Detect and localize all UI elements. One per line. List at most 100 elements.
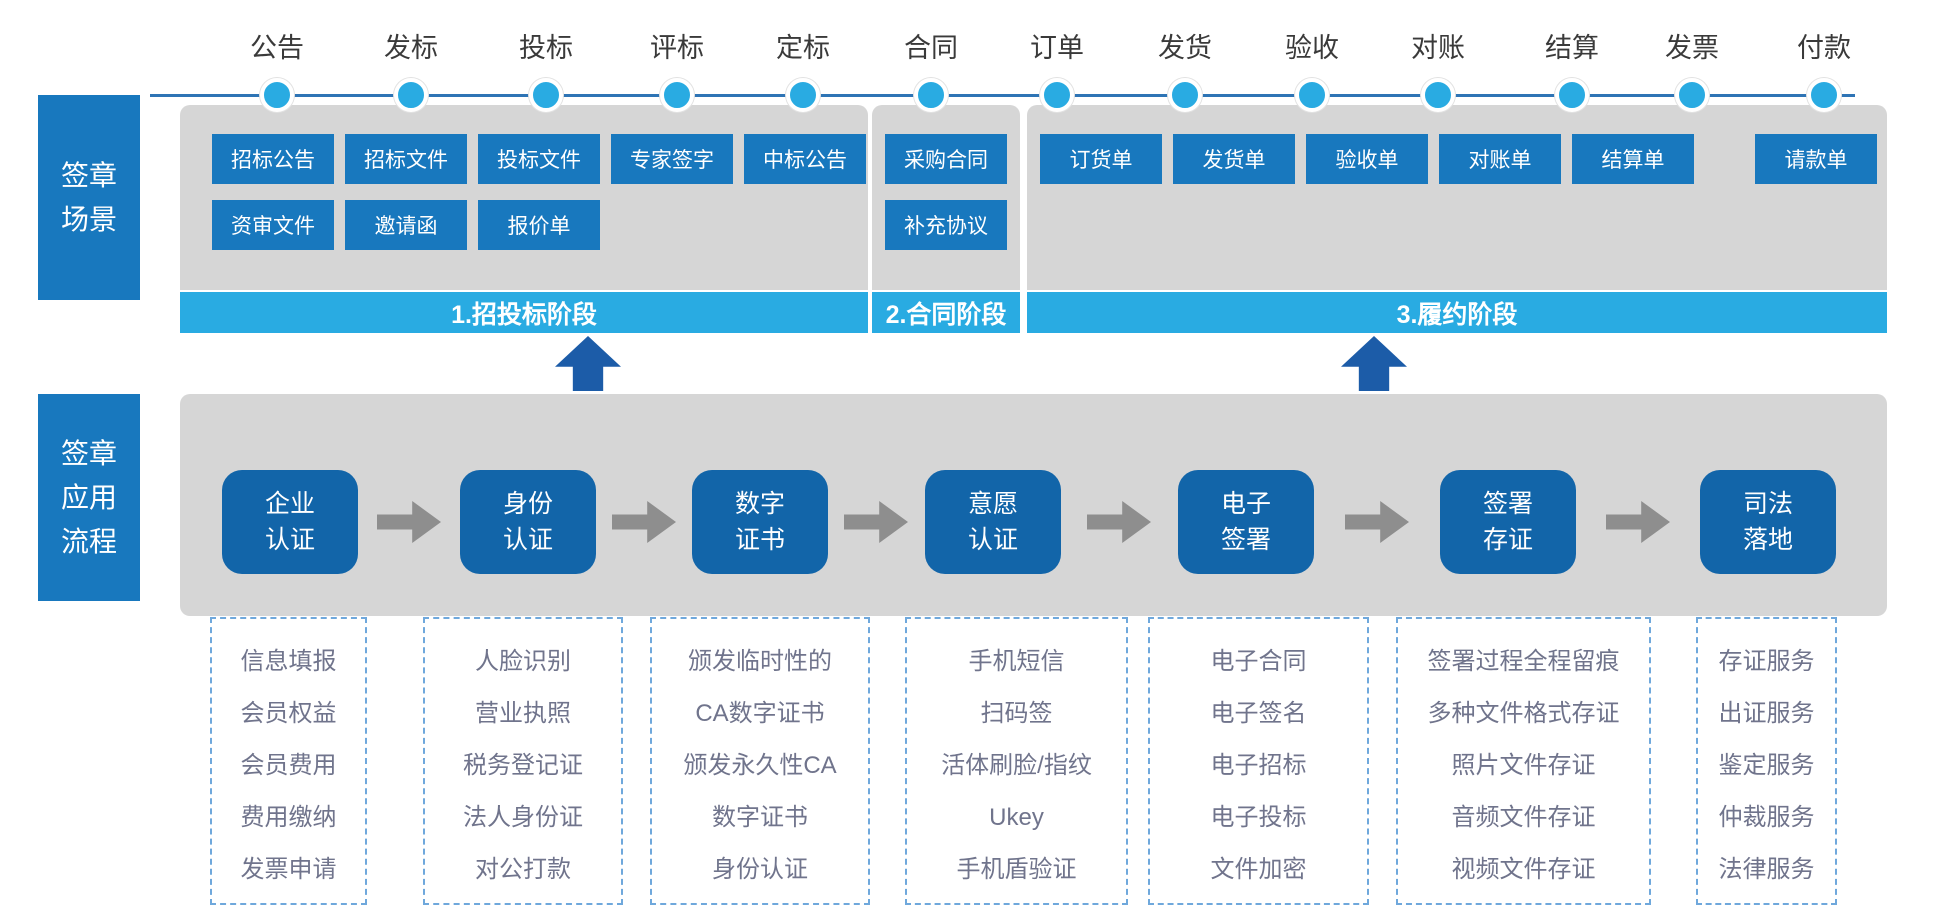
scene-button: 报价单 bbox=[478, 200, 600, 250]
detail-item: 文件加密 bbox=[1210, 856, 1307, 883]
sidebar-flow-label: 签章应用流程 bbox=[60, 437, 117, 557]
flow-step-label: 认证 bbox=[264, 526, 315, 554]
detail-item: 活体刷脸/指纹 bbox=[941, 752, 1092, 779]
flow-step: 数字 证书 bbox=[692, 470, 828, 574]
detail-item: 电子签名 bbox=[1210, 700, 1307, 727]
detail-column-digital-cert: 颁发临时性的 CA数字证书 颁发永久性CA 数字证书 身份认证 bbox=[650, 617, 870, 905]
scene-button: 采购合同 bbox=[885, 134, 1007, 184]
timeline-label: 结算 bbox=[1545, 33, 1599, 63]
detail-item: 存证服务 bbox=[1718, 648, 1815, 675]
panel-background bbox=[180, 105, 868, 290]
detail-item: 税务登记证 bbox=[463, 752, 583, 779]
timeline-dot bbox=[1555, 78, 1589, 112]
scene-button: 中标公告 bbox=[744, 134, 866, 184]
detail-item: 音频文件存证 bbox=[1451, 804, 1596, 831]
flow-step-label: 司法 bbox=[1742, 490, 1793, 518]
scene-button: 发货单 bbox=[1173, 134, 1295, 184]
timeline-label: 验收 bbox=[1285, 33, 1339, 63]
flow-step-label: 证书 bbox=[734, 526, 785, 554]
stage-bar-bidding: 1.招投标阶段 bbox=[180, 292, 868, 333]
stage-bar-performance: 3.履约阶段 bbox=[1027, 292, 1887, 333]
timeline-label: 评标 bbox=[650, 33, 704, 63]
scene-button: 结算单 bbox=[1572, 134, 1694, 184]
flow-step-label: 落地 bbox=[1742, 526, 1793, 554]
scene-button: 订货单 bbox=[1040, 134, 1162, 184]
scene-button: 补充协议 bbox=[885, 200, 1007, 250]
detail-item: 手机短信 bbox=[968, 648, 1065, 675]
detail-item: 手机盾验证 bbox=[956, 856, 1077, 883]
timeline-label: 发票 bbox=[1665, 33, 1719, 63]
timeline-dot bbox=[1421, 78, 1455, 112]
scene-button: 专家签字 bbox=[611, 134, 733, 184]
timeline-dot bbox=[1807, 78, 1841, 112]
detail-item: 仲裁服务 bbox=[1718, 804, 1815, 831]
flow-step-label: 签署 bbox=[1482, 490, 1533, 518]
detail-column-identity-auth: 人脸识别 营业执照 税务登记证 法人身份证 对公打款 bbox=[423, 617, 623, 905]
detail-column-enterprise-auth: 信息填报 会员权益 会员费用 费用缴纳 发票申请 bbox=[210, 617, 367, 905]
detail-item: 会员费用 bbox=[240, 752, 337, 779]
detail-item: 多种文件格式存证 bbox=[1427, 700, 1620, 727]
timeline-dot bbox=[1295, 78, 1329, 112]
detail-item: 签署过程全程留痕 bbox=[1427, 648, 1620, 675]
flow-step: 签署 存证 bbox=[1440, 470, 1576, 574]
flow-step: 司法 落地 bbox=[1700, 470, 1836, 574]
panel-background bbox=[1027, 105, 1887, 290]
panel-contract-stage: 采购合同 补充协议 2.合同阶段 bbox=[872, 105, 1020, 333]
timeline-dot bbox=[1675, 78, 1709, 112]
detail-item: 出证服务 bbox=[1718, 700, 1815, 727]
timeline-dot bbox=[1168, 78, 1202, 112]
detail-item: 会员权益 bbox=[240, 700, 337, 727]
timeline-label: 订单 bbox=[1030, 33, 1084, 63]
flow-step: 企业 认证 bbox=[222, 470, 358, 574]
timeline-dot bbox=[394, 78, 428, 112]
flow-step-label: 数字 bbox=[734, 490, 785, 518]
timeline-dot bbox=[914, 78, 948, 112]
detail-item: Ukey bbox=[989, 804, 1044, 831]
timeline-label: 对账 bbox=[1411, 33, 1465, 63]
flow-step: 电子 签署 bbox=[1178, 470, 1314, 574]
detail-item: 营业执照 bbox=[475, 700, 571, 727]
timeline-label: 定标 bbox=[776, 33, 830, 63]
detail-item: CA数字证书 bbox=[695, 700, 825, 727]
flow-step-label: 认证 bbox=[502, 526, 553, 554]
scene-button: 请款单 bbox=[1755, 134, 1877, 184]
detail-item: 对公打款 bbox=[475, 856, 571, 883]
panel-bidding-stage: 招标公告 招标文件 投标文件 专家签字 中标公告 资审文件 邀请函 报价单 1.… bbox=[180, 105, 868, 333]
detail-item: 数字证书 bbox=[712, 804, 808, 831]
timeline-dot bbox=[529, 78, 563, 112]
timeline-dot bbox=[660, 78, 694, 112]
detail-column-evidence: 签署过程全程留痕 多种文件格式存证 照片文件存证 音频文件存证 视频文件存证 bbox=[1396, 617, 1651, 905]
timeline-label: 发货 bbox=[1158, 33, 1212, 63]
scene-button: 验收单 bbox=[1306, 134, 1428, 184]
scene-button: 招标文件 bbox=[345, 134, 467, 184]
scene-button: 投标文件 bbox=[478, 134, 600, 184]
timeline-label: 投标 bbox=[519, 33, 573, 63]
scene-button: 邀请函 bbox=[345, 200, 467, 250]
timeline-label: 公告 bbox=[250, 33, 304, 63]
detail-item: 照片文件存证 bbox=[1451, 752, 1596, 779]
timeline-label: 付款 bbox=[1797, 33, 1851, 63]
detail-item: 电子招标 bbox=[1210, 752, 1307, 779]
flow-step-label: 认证 bbox=[967, 526, 1018, 554]
detail-item: 身份认证 bbox=[712, 856, 808, 883]
timeline-label: 合同 bbox=[904, 33, 958, 63]
timeline-label: 发标 bbox=[384, 33, 438, 63]
detail-item: 电子合同 bbox=[1210, 648, 1307, 675]
up-arrow-icon bbox=[1341, 336, 1407, 391]
sidebar-flow: 签章应用流程 bbox=[38, 394, 140, 601]
stage-bar-contract: 2.合同阶段 bbox=[872, 292, 1020, 333]
detail-item: 电子投标 bbox=[1210, 804, 1307, 831]
flow-step-label: 电子 bbox=[1220, 490, 1271, 518]
flow-step-label: 身份 bbox=[502, 490, 553, 518]
detail-column-judicial: 存证服务 出证服务 鉴定服务 仲裁服务 法律服务 bbox=[1696, 617, 1837, 905]
flow-step: 身份 认证 bbox=[460, 470, 596, 574]
detail-item: 法人身份证 bbox=[463, 804, 583, 831]
detail-item: 信息填报 bbox=[240, 648, 337, 675]
sidebar-scenes: 签章场景 bbox=[38, 95, 140, 300]
flow-step-label: 企业 bbox=[264, 490, 315, 518]
flow-step-label: 存证 bbox=[1482, 526, 1533, 554]
detail-item: 发票申请 bbox=[240, 856, 337, 883]
timeline-line bbox=[150, 94, 1855, 97]
up-arrow-icon bbox=[555, 336, 621, 391]
